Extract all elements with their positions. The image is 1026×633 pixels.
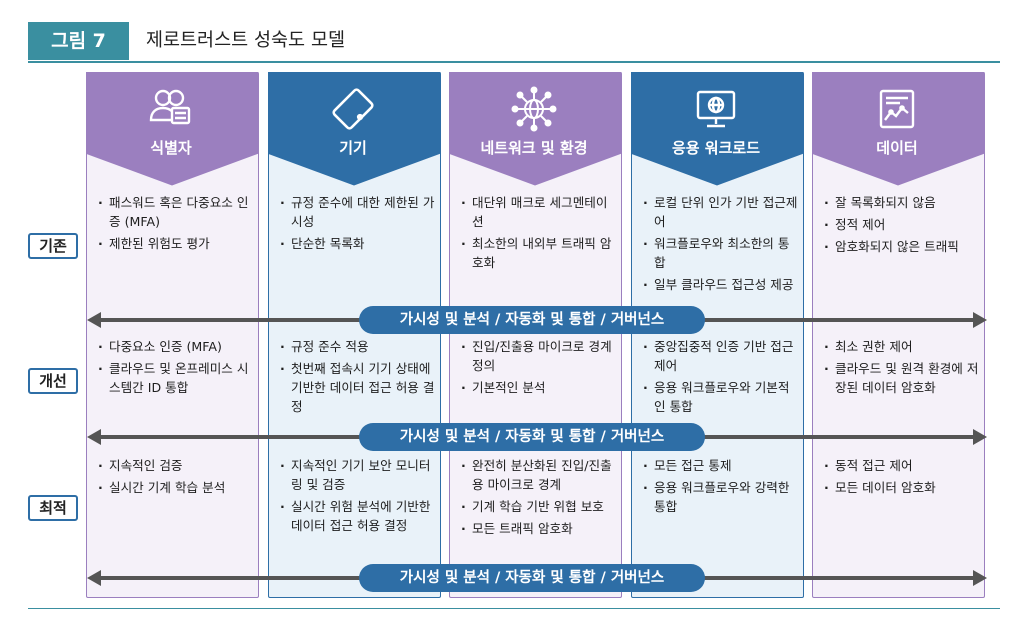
pillar-column: 응용 워크로드로컬 단위 인가 기반 접근제어워크플로우와 최소한의 통합일부 … <box>630 71 804 598</box>
bullet-item: 클라우드 및 온프레미스 시스템간 ID 통합 <box>97 359 253 397</box>
pillar-header: 기기 <box>267 71 441 186</box>
maturity-cell: 잘 목록화되지 않음정적 제어암호화되지 않은 트래픽 <box>823 193 979 259</box>
bullet-item: 최소 권한 제어 <box>823 337 979 356</box>
tablet-device-icon <box>268 86 439 132</box>
bullet-item: 다중요소 인증 (MFA) <box>97 337 253 356</box>
bullet-item: 로컬 단위 인가 기반 접근제어 <box>642 193 798 231</box>
bullet-item: 실시간 기계 학습 분석 <box>97 478 253 497</box>
arrow-left-icon <box>87 312 101 328</box>
bullet-item: 최소한의 내외부 트래픽 암호화 <box>460 234 616 272</box>
row-label-traditional: 기존 <box>28 233 78 259</box>
row-label-advanced: 개선 <box>28 368 78 394</box>
maturity-cell: 규정 준수 적용첫번째 접속시 기기 상태에 기반한 데이터 접근 허용 결정 <box>279 337 435 419</box>
maturity-cell: 다중요소 인증 (MFA) 클라우드 및 온프레미스 시스템간 ID 통합 <box>97 337 253 400</box>
bullet-item: 응용 워크플로우와 기본적인 통합 <box>642 378 798 416</box>
maturity-cell: 모든 접근 통제응용 워크플로우와 강력한 통합 <box>642 456 798 519</box>
bullet-item: 모든 트래픽 암호화 <box>460 519 616 538</box>
bullet-item: 패스워드 혹은 다중요소 인증 (MFA) <box>97 193 253 231</box>
pillar-column: 식별자패스워드 혹은 다중요소 인증 (MFA) 제한된 위험도 평가다중요소 인… <box>85 71 259 598</box>
maturity-cell: 로컬 단위 인가 기반 접근제어워크플로우와 최소한의 통합일부 클라우드 접근… <box>642 193 798 297</box>
maturity-cell: 대단위 매크로 세그멘테이션최소한의 내외부 트래픽 암호화 <box>460 193 616 275</box>
network-globe-icon <box>449 86 620 132</box>
pillar-column: 네트워크 및 환경대단위 매크로 세그멘테이션최소한의 내외부 트래픽 암호화진… <box>448 71 622 598</box>
bullet-item: 모든 데이터 암호화 <box>823 478 979 497</box>
bullet-item: 워크플로우와 최소한의 통합 <box>642 234 798 272</box>
pillar-title: 네트워크 및 환경 <box>480 138 588 157</box>
bullet-item: 암호화되지 않은 트래픽 <box>823 237 979 256</box>
bullet-item: 규정 준수에 대한 제한된 가시성 <box>279 193 435 231</box>
footer-rule <box>28 608 1000 609</box>
axis-label: 가시성 및 분석 / 자동화 및 통합 / 거버넌스 <box>359 306 705 334</box>
pillar-header: 네트워크 및 환경 <box>448 71 622 186</box>
pillar-header: 식별자 <box>85 71 259 186</box>
bullet-item: 진입/진출용 마이크로 경계 정의 <box>460 337 616 375</box>
bullet-item: 단순한 목록화 <box>279 234 435 253</box>
bullet-item: 제한된 위험도 평가 <box>97 234 253 253</box>
bullet-item: 완전히 분산화된 진입/진출용 마이크로 경계 <box>460 456 616 494</box>
bullet-item: 규정 준수 적용 <box>279 337 435 356</box>
monitor-globe-icon <box>631 86 802 132</box>
cross-axis-arrow: 가시성 및 분석 / 자동화 및 통합 / 거버넌스 <box>87 564 987 592</box>
pillar-header: 응용 워크로드 <box>630 71 804 186</box>
row-label-optimal: 최적 <box>28 495 78 521</box>
maturity-cell: 중앙집중적 인증 기반 접근 제어응용 워크플로우와 기본적인 통합 <box>642 337 798 419</box>
bullet-item: 기계 학습 기반 위협 보호 <box>460 497 616 516</box>
maturity-cell: 동적 접근 제어모든 데이터 암호화 <box>823 456 979 500</box>
pillar-title: 식별자 <box>150 138 192 157</box>
maturity-cell: 진입/진출용 마이크로 경계 정의기본적인 분석 <box>460 337 616 400</box>
cross-axis-arrow: 가시성 및 분석 / 자동화 및 통합 / 거버넌스 <box>87 306 987 334</box>
bullet-item: 잘 목록화되지 않음 <box>823 193 979 212</box>
bullet-item: 클라우드 및 원격 환경에 저장된 데이터 암호화 <box>823 359 979 397</box>
maturity-cell: 패스워드 혹은 다중요소 인증 (MFA) 제한된 위험도 평가 <box>97 193 253 256</box>
bullet-item: 기본적인 분석 <box>460 378 616 397</box>
pillar-title: 데이터 <box>876 138 918 157</box>
maturity-cell: 지속적인 기기 보안 모니터링 및 검증실시간 위험 분석에 기반한 데이터 접… <box>279 456 435 538</box>
bullet-item: 동적 접근 제어 <box>823 456 979 475</box>
bullet-item: 모든 접근 통제 <box>642 456 798 475</box>
figure-header: 그림 7 제로트러스트 성숙도 모델 <box>28 22 1000 60</box>
figure-badge: 그림 7 <box>28 22 129 60</box>
arrow-left-icon <box>87 429 101 445</box>
maturity-cell: 규정 준수에 대한 제한된 가시성단순한 목록화 <box>279 193 435 256</box>
header-rule <box>28 61 1000 63</box>
pillar-column: 데이터잘 목록화되지 않음정적 제어암호화되지 않은 트래픽최소 권한 제어클라… <box>811 71 985 598</box>
user-id-icon <box>86 86 257 132</box>
cross-axis-arrow: 가시성 및 분석 / 자동화 및 통합 / 거버넌스 <box>87 423 987 451</box>
axis-label: 가시성 및 분석 / 자동화 및 통합 / 거버넌스 <box>359 423 705 451</box>
bullet-item: 실시간 위험 분석에 기반한 데이터 접근 허용 결정 <box>279 497 435 535</box>
arrow-right-icon <box>973 429 987 445</box>
pillar-title: 기기 <box>339 138 367 157</box>
bullet-item: 중앙집중적 인증 기반 접근 제어 <box>642 337 798 375</box>
maturity-cell: 완전히 분산화된 진입/진출용 마이크로 경계기계 학습 기반 위협 보호모든 … <box>460 456 616 541</box>
figure-title: 제로트러스트 성숙도 모델 <box>146 30 345 51</box>
bullet-item: 첫번째 접속시 기기 상태에 기반한 데이터 접근 허용 결정 <box>279 359 435 416</box>
bullet-item: 응용 워크플로우와 강력한 통합 <box>642 478 798 516</box>
maturity-cell: 지속적인 검증실시간 기계 학습 분석 <box>97 456 253 500</box>
bullet-item: 대단위 매크로 세그멘테이션 <box>460 193 616 231</box>
bullet-item: 지속적인 검증 <box>97 456 253 475</box>
arrow-right-icon <box>973 312 987 328</box>
maturity-cell: 최소 권한 제어클라우드 및 원격 환경에 저장된 데이터 암호화 <box>823 337 979 400</box>
bullet-item: 일부 클라우드 접근성 제공 <box>642 275 798 294</box>
bullet-item: 정적 제어 <box>823 215 979 234</box>
data-chart-icon <box>812 86 983 132</box>
pillar-title: 응용 워크로드 <box>671 138 761 157</box>
pillar-column: 기기규정 준수에 대한 제한된 가시성단순한 목록화규정 준수 적용첫번째 접속… <box>267 71 441 598</box>
axis-label: 가시성 및 분석 / 자동화 및 통합 / 거버넌스 <box>359 564 705 592</box>
arrow-left-icon <box>87 570 101 586</box>
arrow-right-icon <box>973 570 987 586</box>
bullet-item: 지속적인 기기 보안 모니터링 및 검증 <box>279 456 435 494</box>
pillar-header: 데이터 <box>811 71 985 186</box>
